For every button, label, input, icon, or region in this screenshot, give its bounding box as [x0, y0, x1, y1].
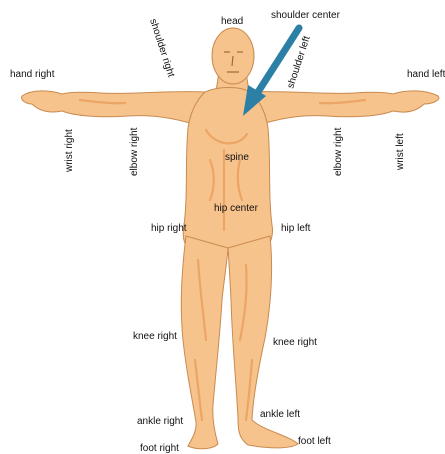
human-figure — [22, 28, 439, 449]
label-spine: spine — [225, 152, 249, 163]
label-head: head — [221, 16, 243, 27]
label-foot-left: foot left — [298, 436, 331, 447]
leg-right — [181, 236, 228, 449]
arm-right — [22, 91, 206, 128]
arm-left — [249, 91, 439, 128]
label-elbow-right-2: elbow right — [333, 127, 344, 176]
label-ankle-right: ankle right — [137, 416, 183, 427]
label-elbow-right: elbow right — [129, 127, 140, 176]
label-wrist-right: wrist right — [64, 129, 75, 173]
label-knee-right: knee right — [133, 331, 177, 342]
label-hip-left: hip left — [281, 223, 311, 234]
label-foot-right: foot right — [140, 443, 179, 454]
label-hip-center: hip center — [214, 203, 259, 214]
label-shoulder-right: shoulder right — [147, 18, 176, 79]
label-wrist-left: wrist left — [395, 133, 406, 171]
label-shoulder-center: shoulder center — [271, 10, 341, 21]
label-ankle-left: ankle left — [260, 409, 300, 420]
label-hand-right: hand right — [10, 69, 55, 80]
label-hip-right: hip right — [151, 223, 187, 234]
label-hand-left: hand left — [407, 69, 445, 80]
label-knee-right-2: knee right — [273, 337, 317, 348]
torso — [183, 88, 272, 249]
